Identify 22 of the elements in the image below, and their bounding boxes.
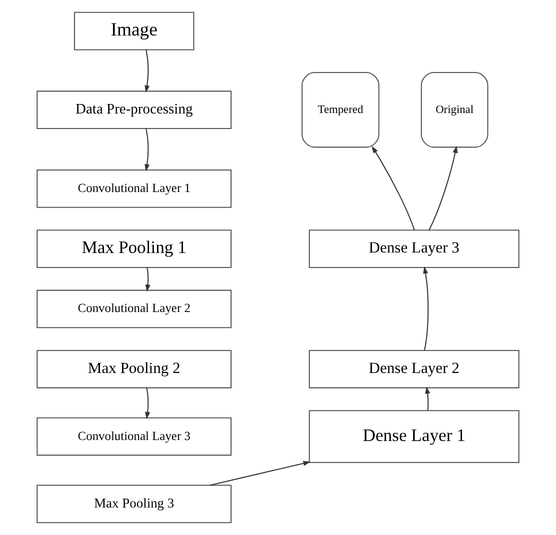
node-box: Convolutional Layer 2 <box>36 290 232 328</box>
node-box: Convolutional Layer 1 <box>36 170 232 208</box>
node-box: Dense Layer 2 <box>308 350 520 388</box>
node-box: Dense Layer 3 <box>308 230 520 268</box>
arrow <box>145 388 150 420</box>
arrow <box>425 386 430 411</box>
arrow <box>428 146 458 230</box>
node-box: Max Pooling 1 <box>36 230 232 268</box>
arrow <box>210 460 311 486</box>
node-box: Max Pooling 3 <box>36 484 232 524</box>
arrow <box>145 268 150 292</box>
arrow <box>144 50 150 93</box>
node-box: Convolutional Layer 3 <box>36 417 232 456</box>
arrow <box>144 128 150 172</box>
node-box: Max Pooling 2 <box>36 350 232 388</box>
node-box: Image <box>74 12 194 50</box>
arrow <box>423 266 429 350</box>
node-box: Tempered <box>302 72 380 148</box>
node-box: Original <box>420 72 488 148</box>
node-box: Dense Layer 1 <box>308 410 520 463</box>
arrow <box>372 146 415 230</box>
node-box: Data Pre-processing <box>36 90 232 130</box>
